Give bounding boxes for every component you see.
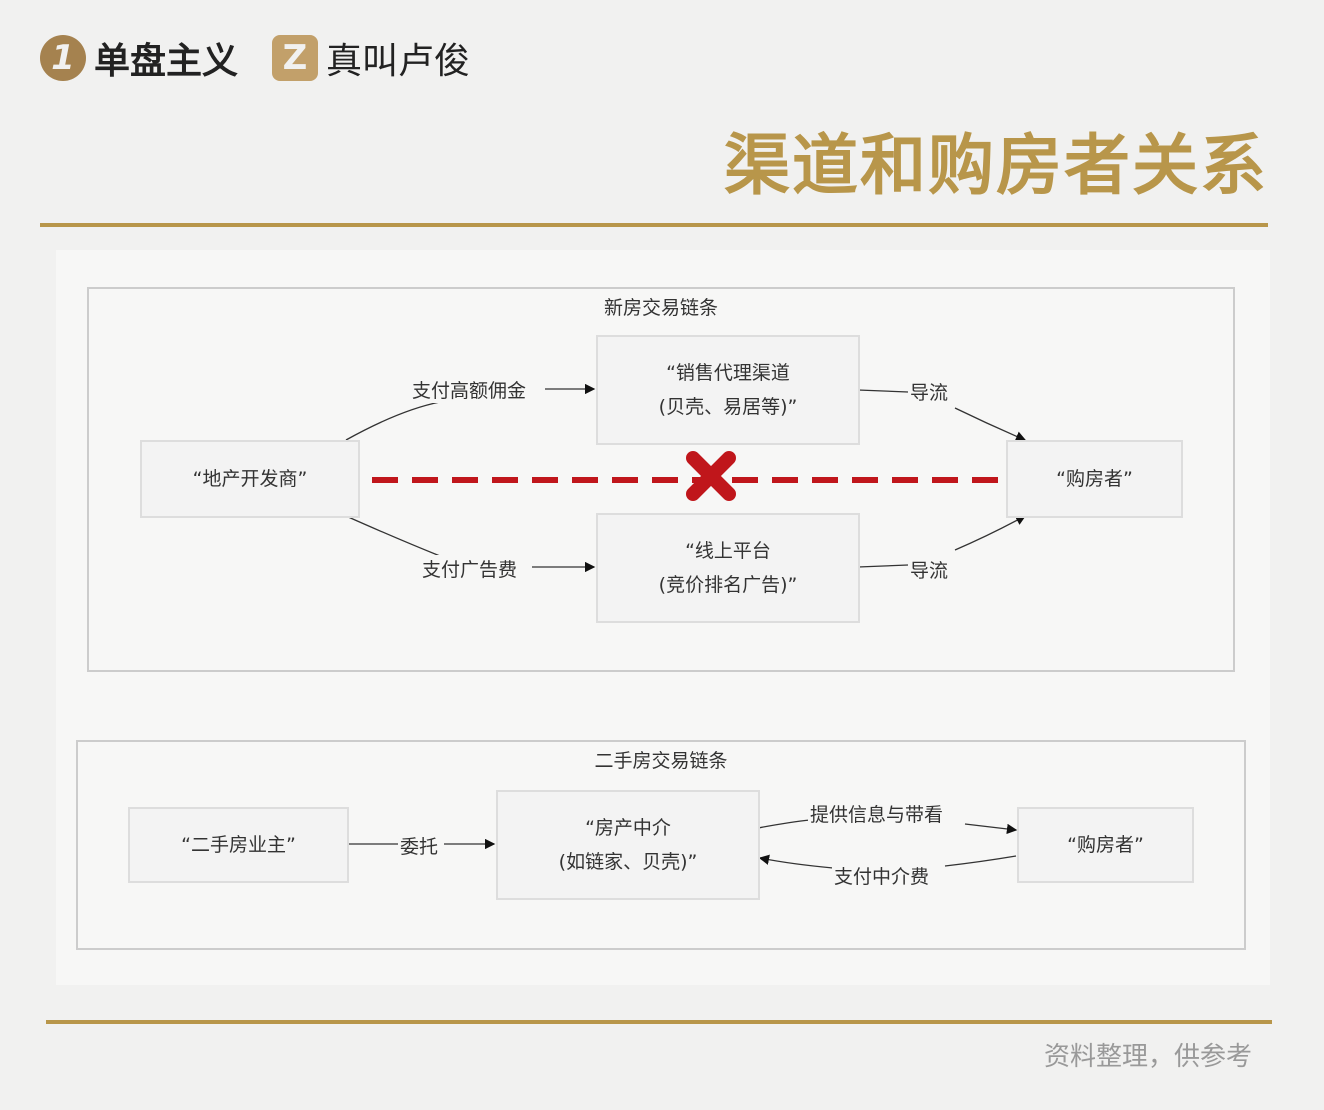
agency-label-1: “销售代理渠道 [666, 362, 790, 384]
buyer-node-new: “购房者” [1006, 440, 1183, 518]
blocked-x-icon [686, 451, 736, 501]
badge-1: 1 [40, 35, 86, 81]
online-label-1: “线上平台 [685, 540, 771, 562]
brand-logo-1: 1 单盘主义 [40, 32, 238, 84]
arrow-ads [345, 515, 594, 567]
online-label-2: (竞价排名广告)” [658, 574, 798, 596]
guide-label-1: 导流 [908, 378, 951, 405]
brand-name-1: 单盘主义 [94, 41, 239, 82]
brand-name-2: 真叫卢俊 [326, 41, 471, 82]
entrust-label: 委托 [398, 832, 441, 859]
blocked-dashed-line [372, 470, 1001, 483]
arrow-commission [345, 389, 594, 441]
new-chain-title: 新房交易链条 [603, 297, 718, 319]
buyer-label-second: “购房者” [1067, 834, 1144, 856]
arrow-guide2 [857, 516, 1025, 568]
pay-commission-label: 支付高额佣金 [410, 376, 529, 403]
broker-label-1: “房产中介 [585, 817, 671, 839]
page-title: 渠道和购房者关系 [724, 126, 1268, 204]
arrow-provide [757, 819, 1016, 830]
second-chain-title: 二手房交易链条 [594, 750, 728, 772]
buyer-label-new: “购房者” [1056, 468, 1133, 490]
owner-node: “二手房业主” [128, 807, 349, 883]
arrow-guide1 [857, 389, 1025, 440]
brand-logo-2: Z 真叫卢俊 [272, 32, 470, 84]
top-divider [40, 223, 1268, 227]
badge-2: Z [272, 35, 318, 81]
guide-label-2: 导流 [908, 556, 951, 583]
developer-node: “地产开发商” [140, 440, 360, 518]
broker-label-2: (如链家、贝壳)” [558, 851, 698, 873]
broker-node: “房产中介 (如链家、贝壳)” [496, 790, 760, 900]
pay-ads-label: 支付广告费 [420, 555, 520, 582]
online-platform-node: “线上平台 (竞价排名广告)” [596, 513, 860, 623]
agency-label-2: (贝壳、易居等)” [658, 396, 798, 418]
bottom-divider [46, 1020, 1272, 1024]
developer-label: “地产开发商” [192, 468, 308, 490]
owner-label: “二手房业主” [181, 834, 296, 856]
buyer-node-second: “购房者” [1017, 807, 1194, 883]
provide-info-label: 提供信息与带看 [808, 800, 946, 827]
arrow-pay-fee [760, 856, 1017, 869]
footer-note: 资料整理，供参考 [1043, 1042, 1252, 1072]
agency-node: “销售代理渠道 (贝壳、易居等)” [596, 335, 860, 445]
pay-fee-label: 支付中介费 [832, 862, 932, 889]
